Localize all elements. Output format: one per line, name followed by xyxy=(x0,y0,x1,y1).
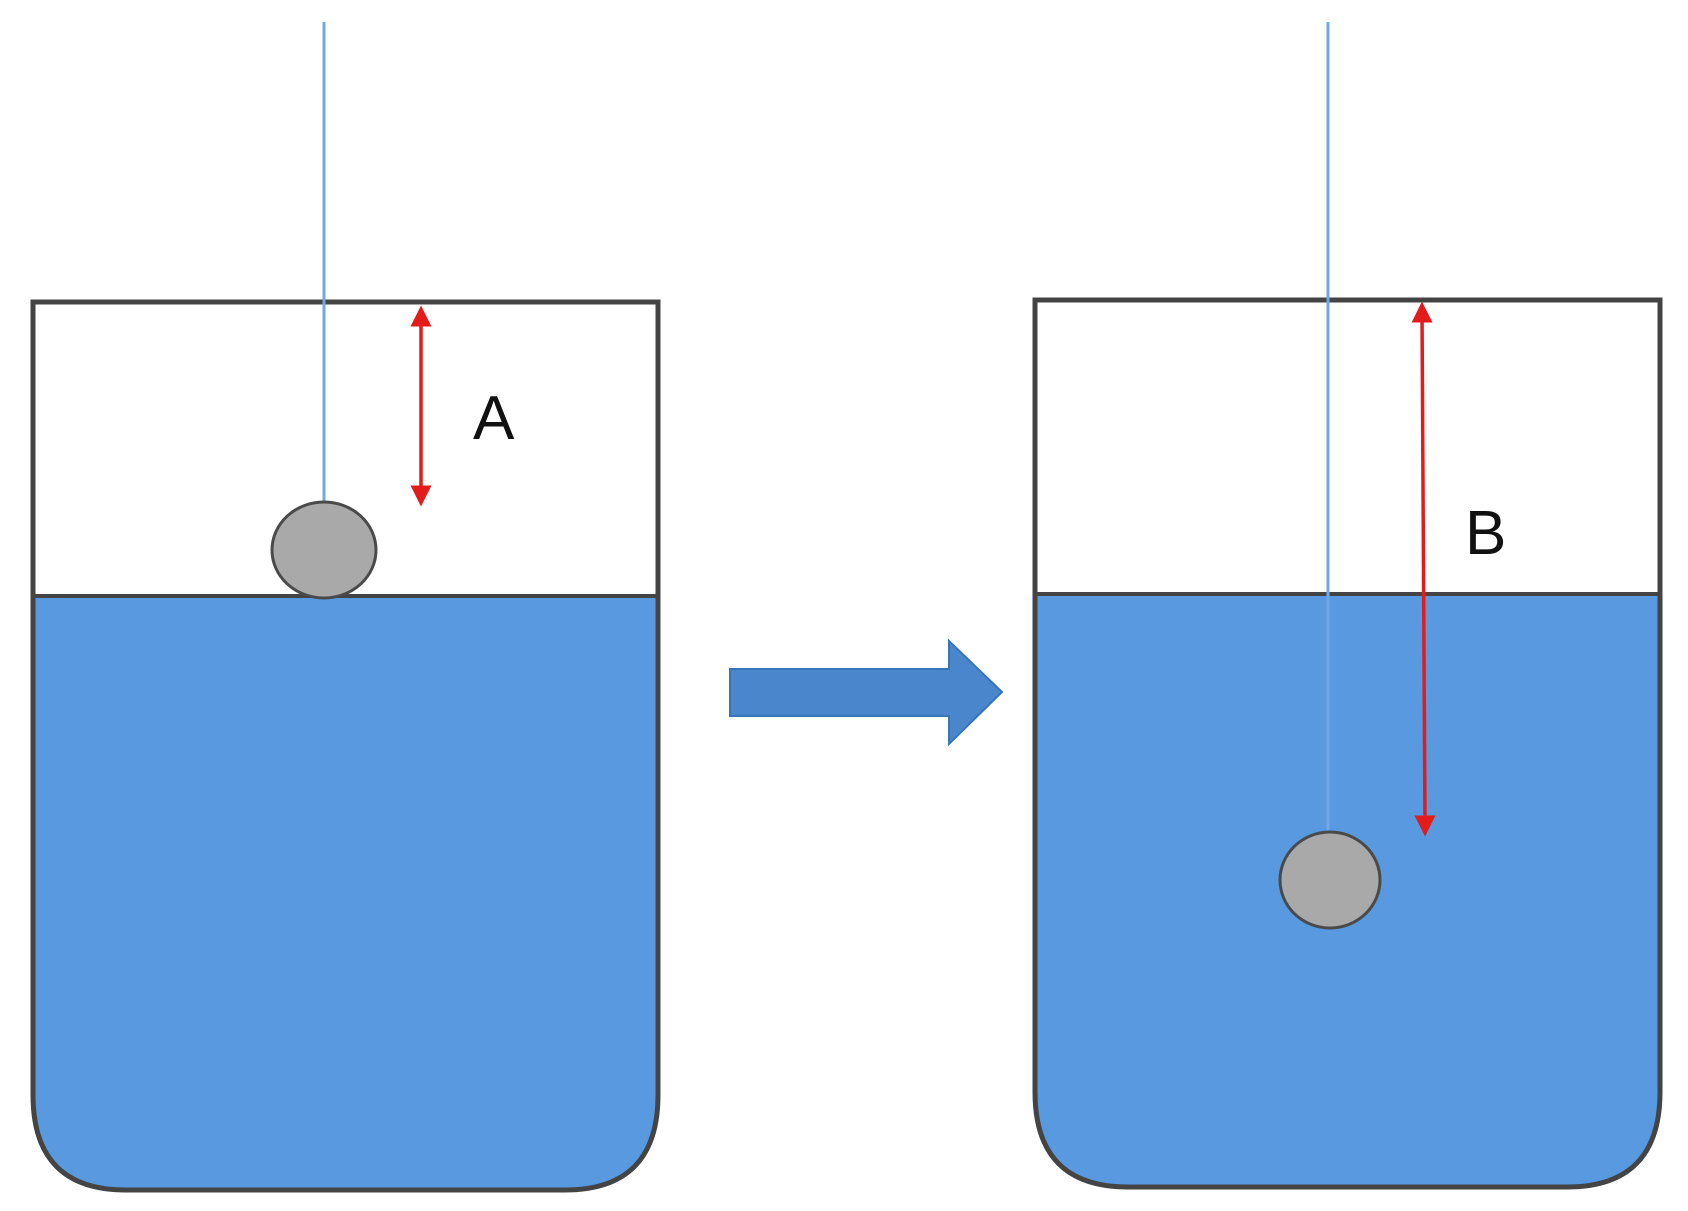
left-ball xyxy=(270,500,378,600)
transition-arrow xyxy=(729,638,1004,747)
label-a: A xyxy=(473,384,515,453)
left-container-outline xyxy=(30,299,661,1193)
label-b: B xyxy=(1465,499,1506,568)
right-ball xyxy=(1278,830,1382,930)
left-water xyxy=(33,596,658,1190)
measure-arrow-b xyxy=(1411,301,1436,837)
left-beaker: A xyxy=(30,22,661,1193)
right-container-outline xyxy=(1032,297,1663,1190)
right-beaker: B xyxy=(1032,22,1663,1190)
